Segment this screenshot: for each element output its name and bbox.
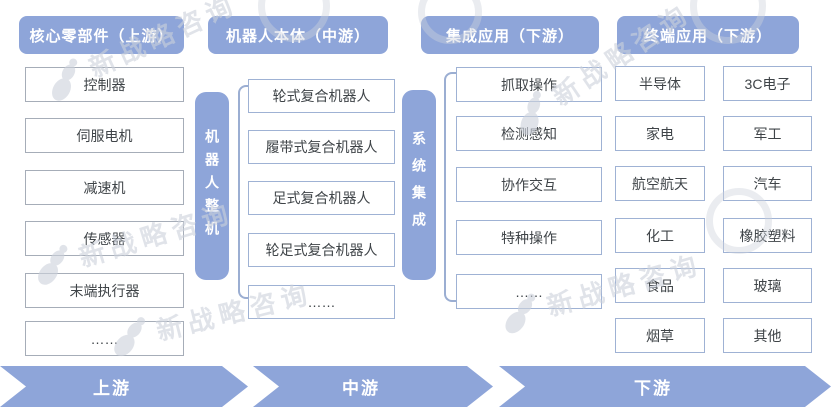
- robot-type-box: ……: [248, 285, 395, 319]
- flow-arrow-downstream: 下游: [499, 366, 831, 407]
- upstream-item-box: 减速机: [25, 170, 184, 205]
- terminal-item-box: 食品: [615, 268, 705, 303]
- terminal-item-box: 汽车: [723, 166, 812, 201]
- upstream-item-box: ……: [25, 321, 184, 356]
- upstream-item-box: 控制器: [25, 67, 184, 102]
- terminal-item-box: 家电: [615, 116, 705, 151]
- header-core-components: 核心零部件（上游）: [19, 16, 184, 54]
- flow-arrow-label: 上游: [93, 379, 131, 398]
- terminal-item-box: 烟草: [615, 318, 705, 353]
- terminal-item-box: 3C电子: [723, 66, 812, 101]
- terminal-item-box: 其他: [723, 318, 812, 353]
- terminal-item-box: 橡胶塑料: [723, 218, 812, 253]
- integration-item-box: 检测感知: [456, 116, 602, 151]
- robot-type-box: 轮式复合机器人: [248, 79, 395, 113]
- terminal-item-box: 玻璃: [723, 268, 812, 303]
- flow-arrow-label: 中游: [342, 379, 380, 398]
- integration-item-box: 特种操作: [456, 220, 602, 255]
- terminal-item-box: 化工: [615, 218, 705, 253]
- header-integrated-apps: 集成应用（下游）: [421, 16, 599, 54]
- robot-type-box: 履带式复合机器人: [248, 130, 395, 164]
- terminal-item-box: 半导体: [615, 66, 705, 101]
- robot-complete-machine-bar: 机器人整机: [195, 92, 229, 280]
- flow-arrow-label: 下游: [634, 379, 672, 398]
- upstream-item-box: 末端执行器: [25, 273, 184, 308]
- upstream-item-box: 伺服电机: [25, 118, 184, 153]
- integration-item-box: 抓取操作: [456, 67, 602, 102]
- midstream-group-bracket: [238, 85, 250, 299]
- header-robot-body: 机器人本体（中游）: [208, 16, 388, 54]
- integration-item-box: ……: [456, 274, 602, 309]
- terminal-item-box: 航空航天: [615, 166, 705, 201]
- header-terminal-apps: 终端应用（下游）: [617, 16, 799, 54]
- system-integration-bar: 系统集成: [402, 90, 436, 280]
- integration-group-bracket: [444, 72, 457, 302]
- integration-item-box: 协作交互: [456, 167, 602, 202]
- robot-type-box: 轮足式复合机器人: [248, 233, 395, 267]
- terminal-item-box: 军工: [723, 116, 812, 151]
- flow-arrow-midstream: 中游: [253, 366, 493, 407]
- robot-type-box: 足式复合机器人: [248, 181, 395, 215]
- upstream-item-box: 传感器: [25, 221, 184, 256]
- flow-arrow-upstream: 上游: [0, 366, 248, 407]
